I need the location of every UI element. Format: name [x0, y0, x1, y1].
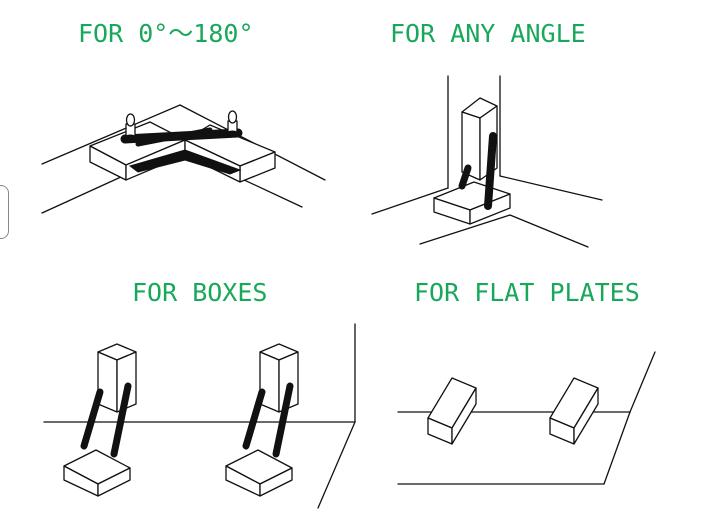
label-for-0-180: FOR 0°〜180° — [78, 19, 254, 48]
strap-inner — [458, 164, 472, 190]
plate-block-right — [549, 377, 599, 445]
box-clamp-right — [225, 343, 299, 497]
plate-edge-right — [629, 351, 656, 413]
strap-lower — [128, 149, 242, 175]
plate-edge-front-right — [603, 411, 631, 485]
strap-vertical — [484, 132, 497, 210]
box-clamp-left — [63, 343, 137, 497]
floor-line-front — [419, 214, 511, 245]
thumbscrew-right — [226, 110, 239, 138]
label-for-any-angle: FOR ANY ANGLE — [390, 19, 586, 48]
floor-line-right — [499, 175, 603, 201]
thumbscrew-left — [124, 113, 137, 142]
illustration-flat-plates — [397, 351, 656, 485]
illustration-boxes — [43, 323, 356, 509]
clamp-bar-diag — [135, 127, 213, 147]
corner-line-upper-left — [41, 104, 181, 165]
box-edge-diagonal — [317, 421, 356, 509]
label-for-boxes: FOR BOXES — [132, 278, 268, 307]
illustration-0-180-clamp — [41, 104, 326, 214]
illustration-any-angle — [371, 75, 603, 248]
label-for-flat-plates: FOR FLAT PLATES — [414, 278, 640, 307]
floor-line-front-right — [509, 214, 589, 248]
floor-line-left — [371, 187, 449, 215]
plate-block-left — [427, 377, 477, 445]
